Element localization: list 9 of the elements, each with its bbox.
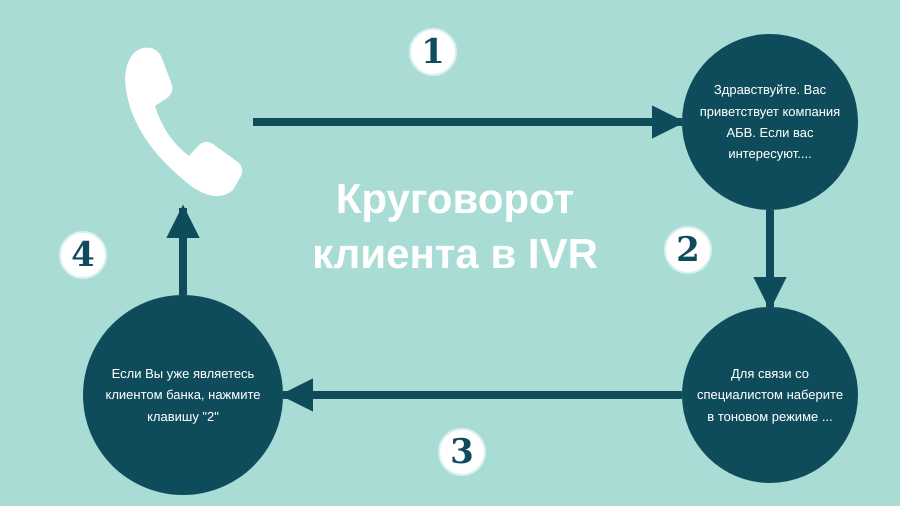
node-text: Если Вы уже являетесь клиентом банка, нажмите клавишу "2" (104, 364, 262, 426)
arrow (166, 204, 200, 295)
step-number: 3 (438, 428, 486, 476)
title: Круговорот клиента в IVR (311, 174, 599, 279)
node-text: Здравствуйте. Вас приветствует компания АБВ. Если вас интересуют.... (698, 81, 842, 164)
step-number: 4 (59, 231, 107, 279)
node-text: Для связи со специалистом наберите в тоновом режиме ... (696, 364, 844, 426)
step-number: 2 (664, 226, 712, 274)
step-number: 1 (409, 28, 457, 76)
